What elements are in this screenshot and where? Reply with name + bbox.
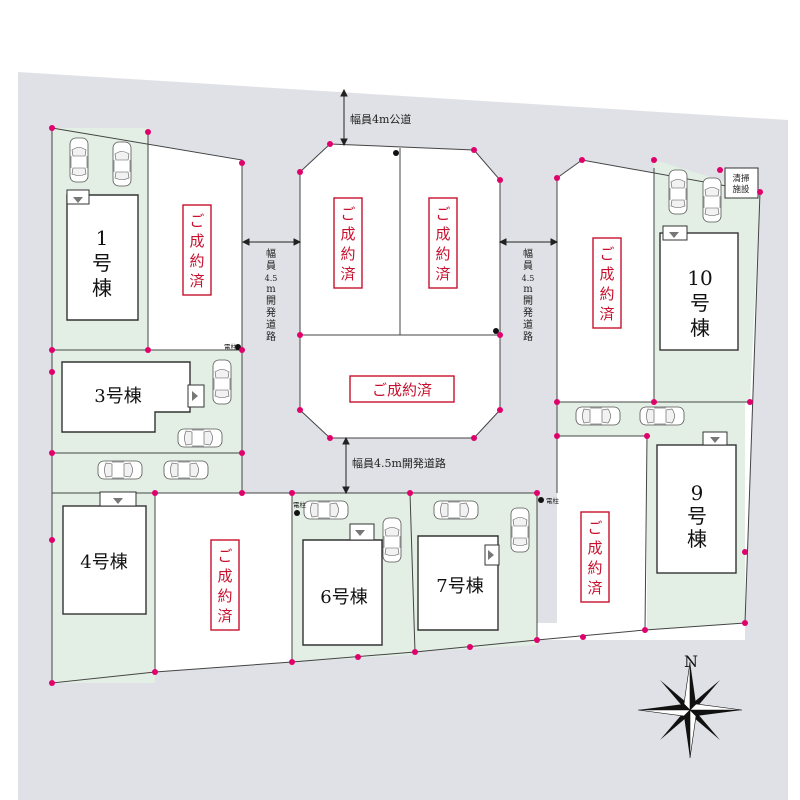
svg-text:約: 約	[435, 245, 450, 263]
svg-text:幅: 幅	[266, 247, 276, 260]
sold-badge-lot-center-bottom: ご成約済	[372, 381, 432, 399]
svg-text:約: 約	[217, 587, 232, 605]
cleaning-facility-box	[724, 167, 759, 199]
sold-badges	[182, 197, 622, 631]
sold-badge-lot-5: ご 成 約 済	[217, 547, 232, 625]
svg-text:4.5: 4.5	[265, 274, 278, 283]
svg-text:1: 1	[96, 226, 109, 250]
svg-text:済: 済	[599, 305, 614, 323]
svg-text:発: 発	[523, 306, 533, 319]
house-7-label: 7号棟	[436, 576, 483, 597]
house-3	[61, 361, 191, 433]
svg-text:m: m	[266, 284, 276, 295]
south-dev-road-label: 幅員4.5m開発道路	[352, 456, 446, 470]
sold-badge-lot-center-left: ご 成 約 済	[340, 205, 355, 283]
svg-text:約: 約	[599, 285, 614, 303]
svg-text:ご: ご	[217, 547, 232, 565]
svg-text:済: 済	[435, 265, 450, 283]
cleaning-facility-label-2: 施設	[732, 184, 750, 195]
house-10-label: 10 号 棟	[687, 266, 712, 340]
svg-text:員: 員	[523, 260, 533, 272]
svg-text:成: 成	[217, 567, 232, 585]
svg-text:号: 号	[92, 251, 112, 275]
west-dev-road-label: 幅 員 4.5 m 開 発 道 路	[265, 247, 278, 343]
svg-text:成: 成	[189, 232, 204, 250]
svg-text:約: 約	[340, 245, 355, 263]
svg-text:9: 9	[691, 481, 704, 505]
svg-text:ご: ご	[599, 245, 614, 263]
svg-text:道: 道	[266, 318, 276, 331]
house-1	[66, 194, 139, 321]
sold-badge-lot-8: ご 成 約 済	[587, 519, 602, 597]
svg-text:ご: ご	[340, 205, 355, 223]
svg-text:成: 成	[435, 225, 450, 243]
svg-text:成: 成	[340, 225, 355, 243]
pole-label-1: 電柱	[224, 342, 238, 351]
svg-text:道: 道	[523, 318, 533, 331]
svg-text:号: 号	[690, 291, 710, 315]
svg-text:10: 10	[687, 266, 712, 290]
house-footprints	[61, 194, 739, 646]
svg-text:約: 約	[587, 559, 602, 577]
public-road-label: 幅員4m公道	[350, 112, 411, 126]
svg-text:路: 路	[266, 330, 276, 343]
svg-text:済: 済	[340, 265, 355, 283]
road-width-arrows	[241, 88, 559, 495]
svg-text:発: 発	[266, 306, 276, 319]
svg-text:員: 員	[266, 260, 276, 272]
svg-text:棟: 棟	[690, 316, 710, 340]
svg-text:成: 成	[587, 539, 602, 557]
boundary-markers	[49, 125, 763, 686]
house-4-label: 4号棟	[80, 552, 127, 573]
svg-text:ご: ご	[587, 519, 602, 537]
compass-north-label: N	[684, 652, 698, 671]
svg-text:開: 開	[523, 295, 533, 307]
svg-text:棟: 棟	[92, 276, 112, 300]
svg-text:約: 約	[189, 252, 204, 270]
utility-poles	[235, 150, 544, 516]
house-9	[656, 444, 737, 574]
sold-badge-lot-2: ご 成 約 済	[189, 212, 204, 290]
sold-badge-lot-center-right: ご 成 約 済	[435, 205, 450, 283]
cleaning-facility-label-1: 清掃	[732, 173, 750, 184]
svg-text:幅: 幅	[523, 247, 533, 260]
svg-text:路: 路	[523, 330, 533, 343]
east-dev-road-label: 幅 員 4.5 m 開 発 道 路	[522, 247, 535, 343]
svg-text:開: 開	[266, 295, 276, 307]
house-9-label: 9 号 棟	[687, 481, 707, 551]
svg-text:済: 済	[587, 579, 602, 597]
pole-label-3: 電柱	[546, 496, 560, 505]
svg-text:済: 済	[217, 607, 232, 625]
house-10	[659, 232, 739, 351]
svg-text:ご: ご	[189, 212, 204, 230]
sold-badge-lot-east: ご 成 約 済	[599, 245, 614, 323]
svg-text:棟: 棟	[687, 527, 707, 551]
house-7	[417, 535, 499, 631]
svg-text:済: 済	[189, 272, 204, 290]
svg-text:成: 成	[599, 265, 614, 283]
svg-text:m: m	[523, 284, 533, 295]
house-1-label: 1 号 棟	[92, 226, 112, 300]
house-3-label: 3号棟	[94, 386, 141, 407]
svg-text:4.5: 4.5	[522, 274, 535, 283]
pole-label-2: 電柱	[293, 500, 307, 509]
entrances	[66, 189, 728, 566]
svg-text:号: 号	[687, 504, 707, 528]
compass-rose	[637, 661, 743, 759]
house-4	[62, 505, 147, 615]
house-6-label: 6号棟	[320, 587, 367, 608]
svg-text:ご: ご	[435, 205, 450, 223]
